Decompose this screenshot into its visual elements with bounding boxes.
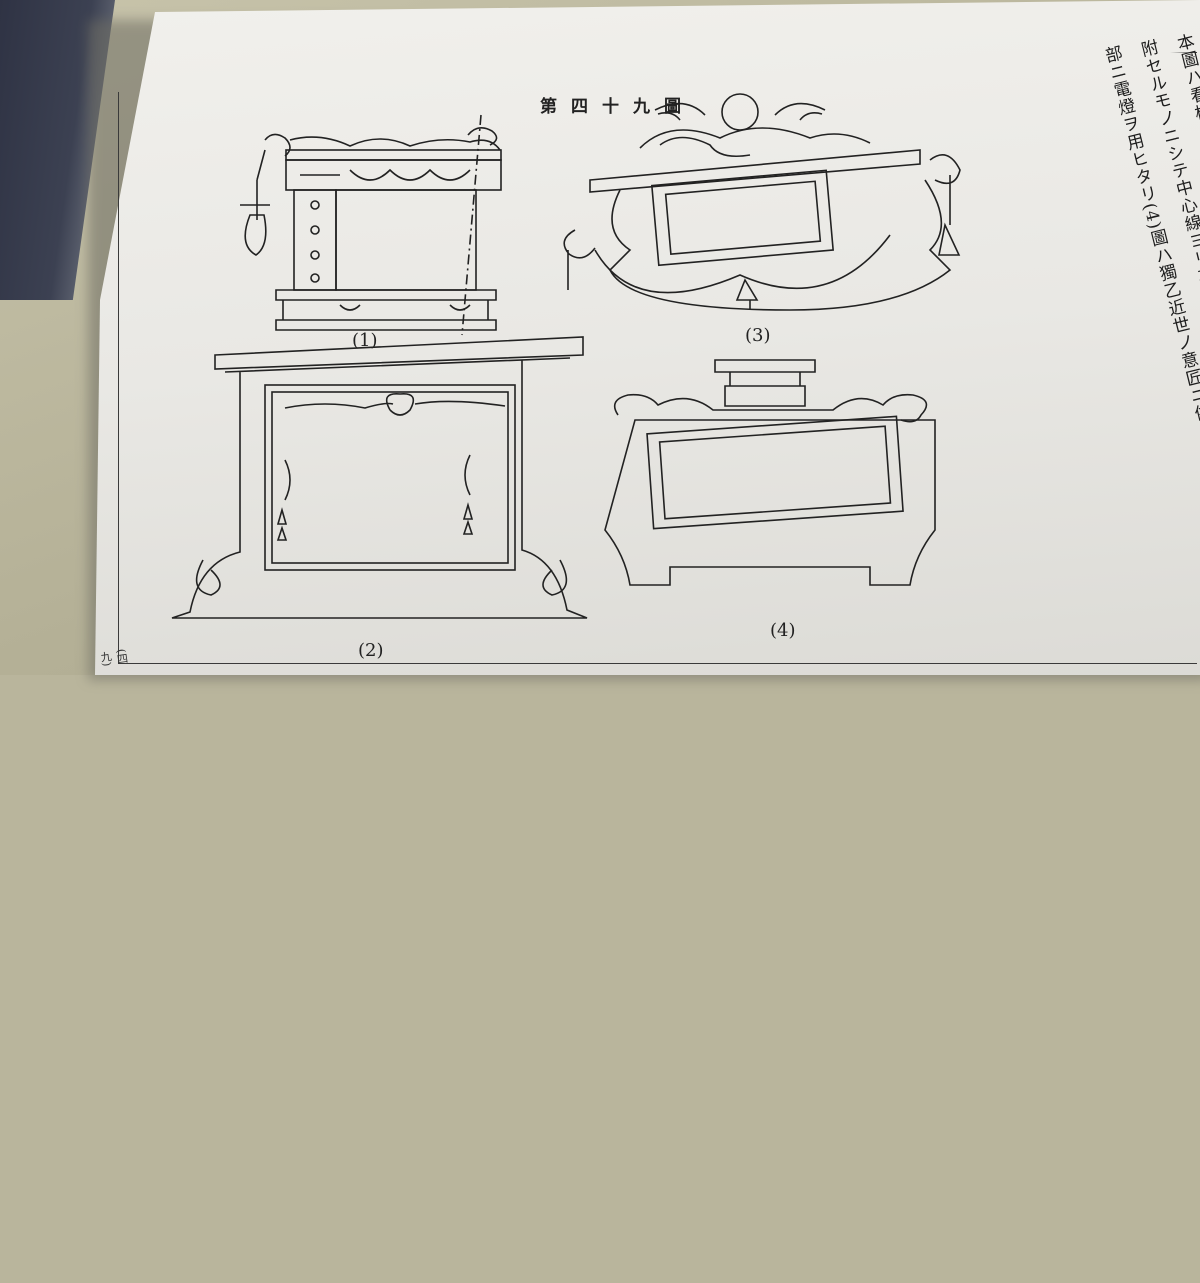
plate-title: 第四十九圖: [540, 97, 695, 117]
figure-4-label: (4): [770, 620, 796, 641]
illustration-layer: [171, 93, 961, 619]
figure-1-label: (1): [352, 330, 378, 351]
figure-3-drawing: [563, 93, 961, 311]
figure-2-label: (2): [358, 640, 384, 661]
figure-4-drawing: [604, 359, 936, 586]
figure-1-drawing: [240, 114, 502, 336]
page-number: (四九): [98, 648, 130, 668]
figure-3-label: (3): [745, 325, 771, 346]
figure-2-drawing: [171, 336, 588, 619]
